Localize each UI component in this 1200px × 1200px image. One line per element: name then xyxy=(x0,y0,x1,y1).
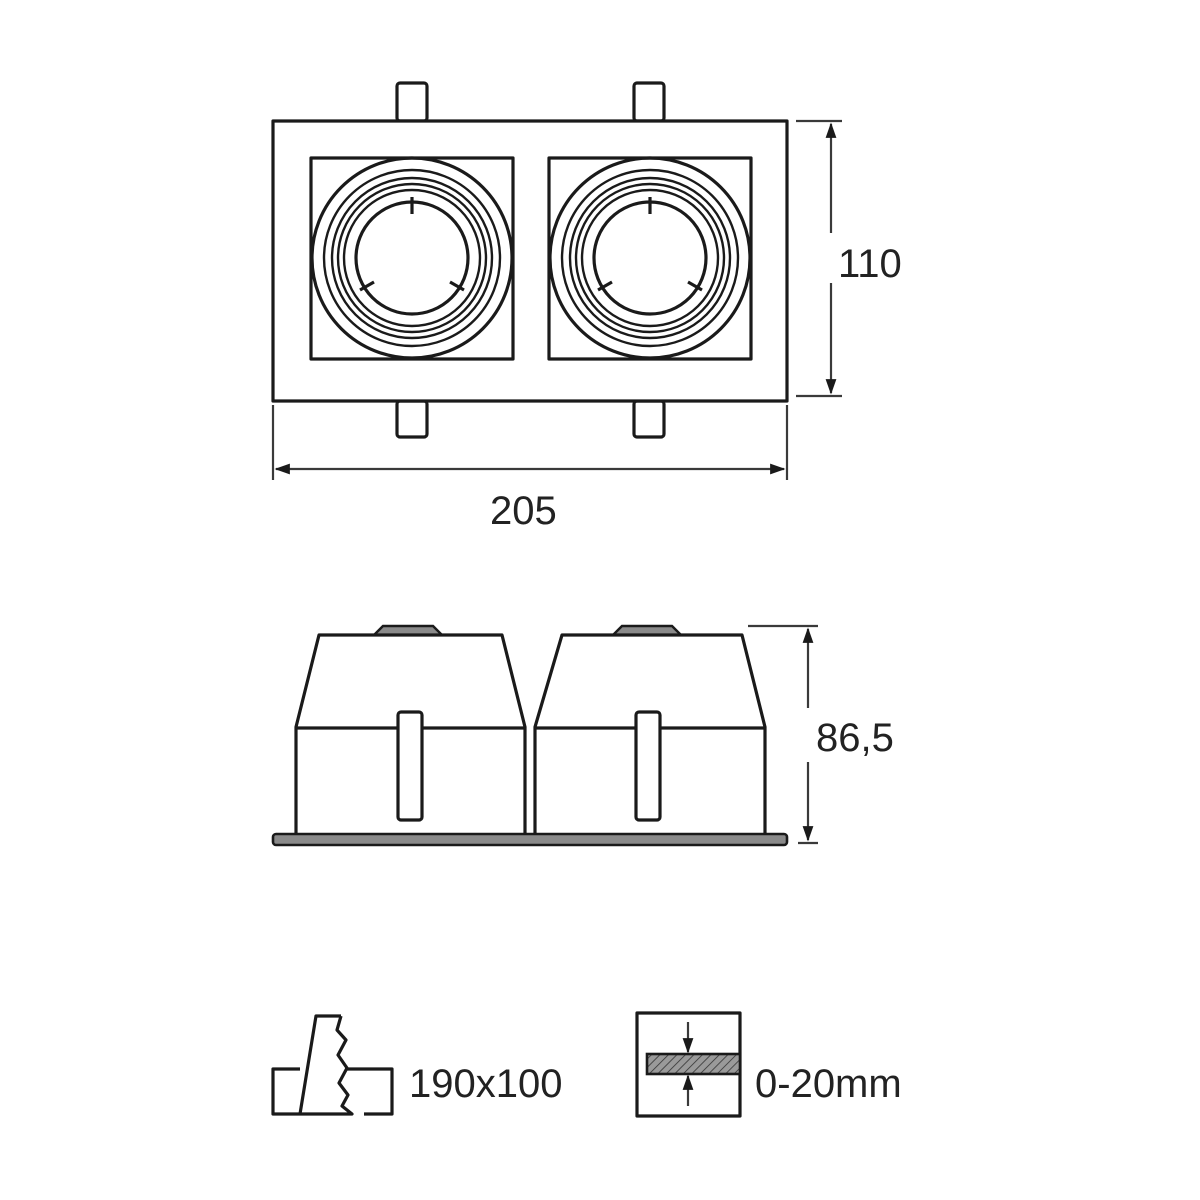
spring-clip-bottom-right xyxy=(632,399,666,439)
side-view-height-label: 86,5 xyxy=(816,716,894,760)
spring-clip-top-right xyxy=(632,81,666,123)
housing-right xyxy=(533,624,767,835)
spring-clip-bottom-left xyxy=(395,399,429,439)
cutout-size-label: 190x100 xyxy=(409,1062,563,1106)
ceiling-cutout-icon xyxy=(271,1014,394,1116)
housing-left xyxy=(294,624,527,835)
outer-frame xyxy=(271,119,789,403)
top-view-height-label: 110 xyxy=(838,242,902,286)
dimension-width-205 xyxy=(271,405,789,480)
base-flange xyxy=(271,832,789,847)
top-view-width-label: 205 xyxy=(490,489,557,533)
ceiling-thickness-icon xyxy=(635,1011,742,1118)
ceiling-thickness-label: 0-20mm xyxy=(755,1062,902,1106)
dimension-height-86-5 xyxy=(748,624,818,845)
spring-clip-top-left xyxy=(395,81,429,123)
lamp-rings-left xyxy=(310,156,514,360)
dimension-height-110 xyxy=(796,119,842,398)
lamp-rings-right xyxy=(548,156,752,360)
top-view xyxy=(271,81,842,480)
side-view xyxy=(271,624,818,847)
